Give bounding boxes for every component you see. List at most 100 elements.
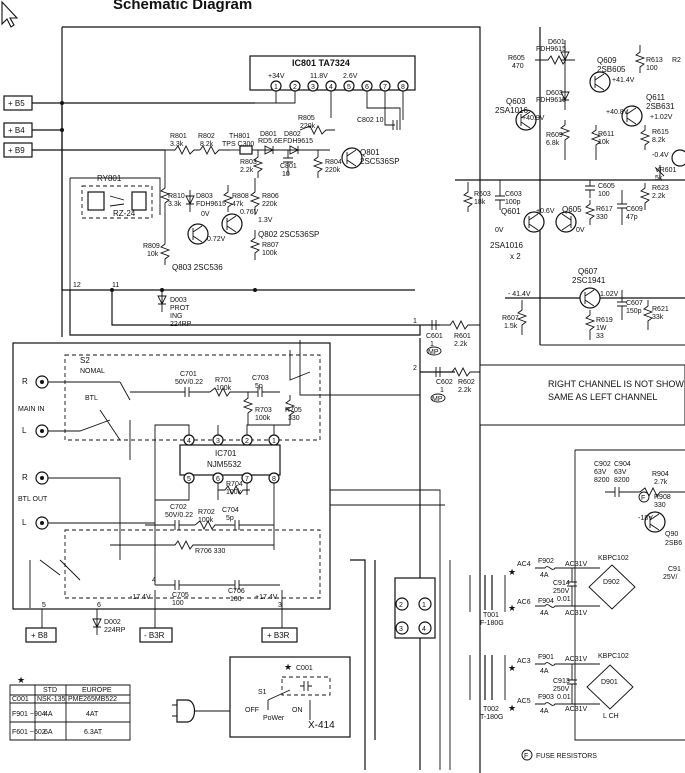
svg-text:AC5: AC5 <box>517 698 531 705</box>
svg-text:★: ★ <box>284 662 292 672</box>
svg-text:2: 2 <box>293 84 297 91</box>
svg-text:6: 6 <box>365 84 369 91</box>
bridge-d901: KBPC102 D901 L CH <box>586 653 634 720</box>
d603: D603 FDH9615 <box>536 75 570 110</box>
c702: C702 50V/0.22 <box>145 504 195 530</box>
svg-text:S1: S1 <box>258 689 267 696</box>
svg-text:+1.02V: +1.02V <box>650 114 673 121</box>
voltage-neg414: - 41.4V <box>508 291 531 298</box>
c602-r602: 2 C602 1 R602 2.2k MP <box>413 365 480 403</box>
right-channel-note: RIGHT CHANNEL IS NOT SHOWN SAME AS LEFT … <box>479 364 685 426</box>
svg-text:R603: R603 <box>474 191 491 198</box>
r701: R701 100k <box>209 377 248 398</box>
svg-text:R810: R810 <box>168 193 185 200</box>
r807: R807 100k <box>249 230 279 260</box>
svg-text:0.01: 0.01 <box>557 596 571 603</box>
svg-text:2SC1941: 2SC1941 <box>572 276 606 285</box>
svg-text:330: 330 <box>288 415 300 422</box>
svg-text:R607: R607 <box>502 315 519 322</box>
svg-text:224RP: 224RP <box>170 321 192 328</box>
node-3: 3 <box>278 602 282 609</box>
svg-text:L: L <box>22 426 27 435</box>
c913: C913 250V 0.01 <box>553 664 577 704</box>
svg-text:4A: 4A <box>540 610 549 617</box>
r607: R607 1.5k <box>502 300 528 335</box>
q607: Q607 2SC1941 1.02V <box>572 267 619 309</box>
svg-text:R: R <box>22 473 28 482</box>
svg-text:100k: 100k <box>216 385 232 392</box>
svg-text:AC31V: AC31V <box>565 656 588 663</box>
d803: D803 FDH9615 <box>185 190 226 212</box>
svg-text:Q603: Q603 <box>506 97 526 106</box>
q904-partial: Q90 2SB6 -18V <box>638 511 682 547</box>
svg-text:D902: D902 <box>603 579 620 586</box>
svg-text:10k: 10k <box>147 251 159 258</box>
jack-main-in-l <box>35 424 49 438</box>
svg-text:F: F <box>524 753 528 760</box>
svg-text:D802: D802 <box>284 131 301 138</box>
svg-text:100k: 100k <box>226 489 242 496</box>
power-switch-box: ★ C001 S1 OFF ON PoWer X-414 <box>229 656 351 738</box>
svg-text:8200: 8200 <box>614 477 630 484</box>
svg-text:C703: C703 <box>252 375 269 382</box>
svg-text:R801: R801 <box>170 133 187 140</box>
svg-text:R804: R804 <box>325 159 342 166</box>
svg-text:1W: 1W <box>596 325 607 332</box>
r704: R704 100k <box>218 481 250 496</box>
r2-partial: R2 <box>672 57 681 64</box>
svg-text:MAIN IN: MAIN IN <box>18 406 44 413</box>
svg-text:1.3V: 1.3V <box>258 217 273 224</box>
svg-text:3: 3 <box>216 438 220 445</box>
svg-text:C902: C902 <box>594 461 611 468</box>
svg-text:+41.4V: +41.4V <box>612 77 635 84</box>
r908: F R908 330 <box>638 491 671 509</box>
svg-text:2SA1016: 2SA1016 <box>495 106 528 115</box>
svg-text:IC701: IC701 <box>215 449 237 458</box>
svg-text:OFF: OFF <box>245 707 259 714</box>
svg-text:25V/: 25V/ <box>663 574 677 581</box>
svg-text:4A: 4A <box>44 711 53 718</box>
svg-text:EUROPE: EUROPE <box>82 687 112 694</box>
svg-text:100k: 100k <box>198 517 214 524</box>
r802: R802 8.2k <box>198 133 230 156</box>
svg-text:4A: 4A <box>540 668 549 675</box>
svg-text:PoWer: PoWer <box>263 715 285 722</box>
svg-text:AC31V: AC31V <box>565 561 588 568</box>
svg-text:2SB6: 2SB6 <box>665 540 682 547</box>
svg-text:5p: 5p <box>226 515 234 522</box>
svg-text:11.8V: 11.8V <box>310 73 328 80</box>
svg-text:2: 2 <box>245 438 249 445</box>
svg-text:Q601: Q601 <box>501 207 521 216</box>
r609: R609 6.8k <box>546 120 571 160</box>
svg-text:Q801: Q801 <box>360 148 380 157</box>
svg-text:FUSE RESISTORS: FUSE RESISTORS <box>536 753 597 760</box>
svg-text:C605: C605 <box>598 183 615 190</box>
svg-text:RD5.6E: RD5.6E <box>258 138 283 145</box>
r803: R803 2.2k <box>240 150 264 178</box>
svg-text:D901: D901 <box>601 679 618 686</box>
svg-text:2.7k: 2.7k <box>654 479 668 486</box>
c607: C607 150p <box>617 290 643 320</box>
svg-text:D801: D801 <box>260 131 277 138</box>
svg-text:4A: 4A <box>540 708 549 715</box>
c609: C609 47p <box>617 190 643 225</box>
svg-text:0V: 0V <box>201 211 210 218</box>
svg-text:D803: D803 <box>196 193 213 200</box>
svg-text:R613: R613 <box>646 57 663 64</box>
svg-text:R605: R605 <box>508 55 525 62</box>
svg-text:2.2k: 2.2k <box>458 387 472 394</box>
terminal-b3r-neg: - B3R <box>139 627 173 643</box>
svg-text:R623: R623 <box>652 185 669 192</box>
svg-text:3: 3 <box>399 626 403 633</box>
svg-text:C91: C91 <box>668 566 681 573</box>
svg-text:4A: 4A <box>540 572 549 579</box>
svg-text:RIGHT CHANNEL IS NOT SHOWN: RIGHT CHANNEL IS NOT SHOWN <box>548 379 685 389</box>
svg-text:1.5k: 1.5k <box>504 323 518 330</box>
r702: R702 100k <box>194 509 228 531</box>
fuses: F902 4A F904 4A F901 4A F903 4A AC31V AC… <box>535 558 600 715</box>
svg-text:5p: 5p <box>255 383 263 390</box>
svg-text:1.02V: 1.02V <box>600 291 619 298</box>
svg-text:1: 1 <box>440 387 444 394</box>
svg-text:100: 100 <box>230 596 242 603</box>
